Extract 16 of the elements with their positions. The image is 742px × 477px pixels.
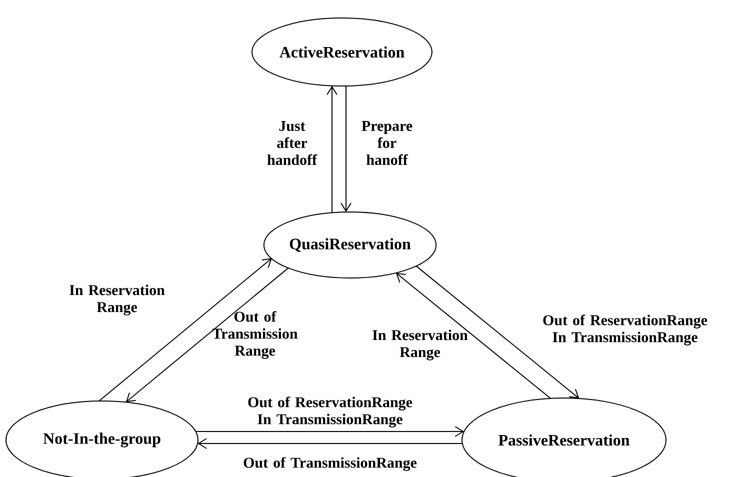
edge-label: In Reservation Range [70, 284, 165, 316]
edge-label: Prepare for hanoff [362, 121, 412, 165]
arrow [98, 258, 272, 402]
arrow [340, 86, 352, 212]
edge-label: Out of ReservationRange In TransmissionRange [248, 396, 412, 428]
arrow [326, 86, 338, 214]
arrow [198, 438, 463, 449]
edge-label: Out of TransmissionRange [244, 457, 417, 471]
arrow [126, 267, 289, 402]
arrow [415, 265, 580, 398]
edge-label: Out of Transmission Range [212, 311, 298, 359]
edge-label: In Reservation Range [372, 330, 468, 360]
arrow [195, 426, 464, 437]
edge-label: Out of ReservationRange In TransmissionRange [543, 314, 708, 346]
edge-label: Just after handoff [267, 121, 318, 165]
arrow [396, 272, 551, 399]
